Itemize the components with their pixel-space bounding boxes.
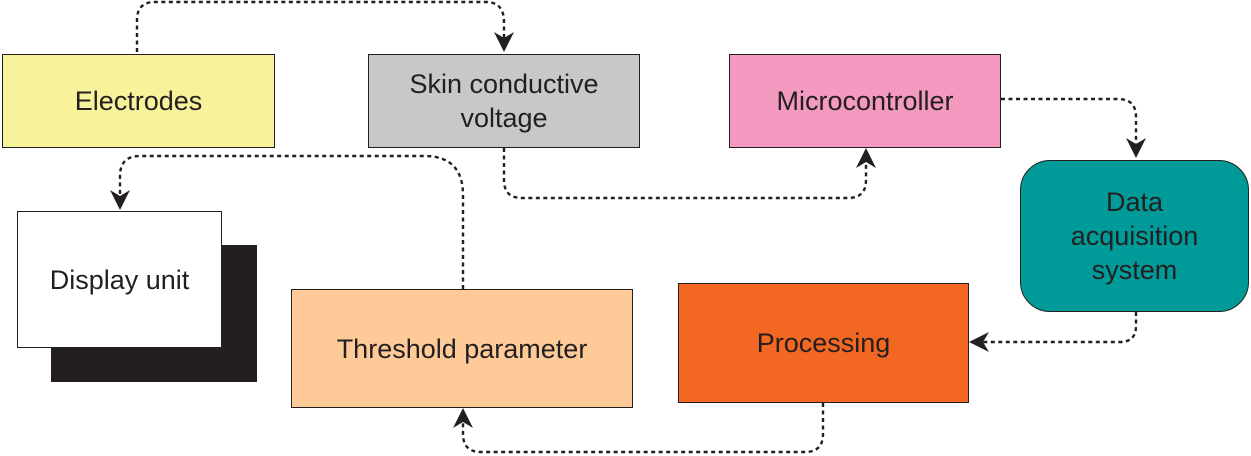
processing-box: Processing	[678, 283, 969, 403]
data-acquisition-system-label: Data acquisition system	[1070, 187, 1199, 285]
display-unit-label: Display unit	[49, 264, 190, 295]
microcontroller-label: Microcontroller	[776, 86, 954, 116]
data-acquisition-system-box: Data acquisition system	[1020, 160, 1249, 312]
edge-daq-to-processing	[975, 312, 1138, 344]
threshold-parameter-label: Threshold parameter	[336, 333, 588, 364]
electrodes-box: Electrodes	[2, 54, 275, 148]
arrowhead-threshold	[453, 408, 473, 428]
arrowhead-display	[110, 190, 130, 210]
arrowhead-skin	[494, 32, 514, 52]
arrowhead-processing	[969, 332, 989, 352]
display-unit-box: Display unit	[17, 211, 222, 348]
edge-micro-to-daq	[1001, 97, 1138, 152]
edge-processing-to-threshold	[461, 403, 825, 454]
processing-label: Processing	[756, 328, 891, 358]
arrowhead-daq	[1126, 138, 1146, 158]
microcontroller-box: Microcontroller	[729, 54, 1001, 148]
electrodes-label: Electrodes	[74, 86, 203, 116]
skin-conductive-voltage-box: Skin conductive voltage	[368, 54, 640, 148]
arrowhead-micro	[856, 148, 876, 168]
skin-conductive-voltage-label: Skin conductive voltage	[409, 69, 599, 133]
edge-skin-to-micro	[502, 148, 868, 200]
threshold-parameter-box: Threshold parameter	[291, 289, 633, 408]
edge-electrodes-to-skin	[135, 0, 506, 52]
